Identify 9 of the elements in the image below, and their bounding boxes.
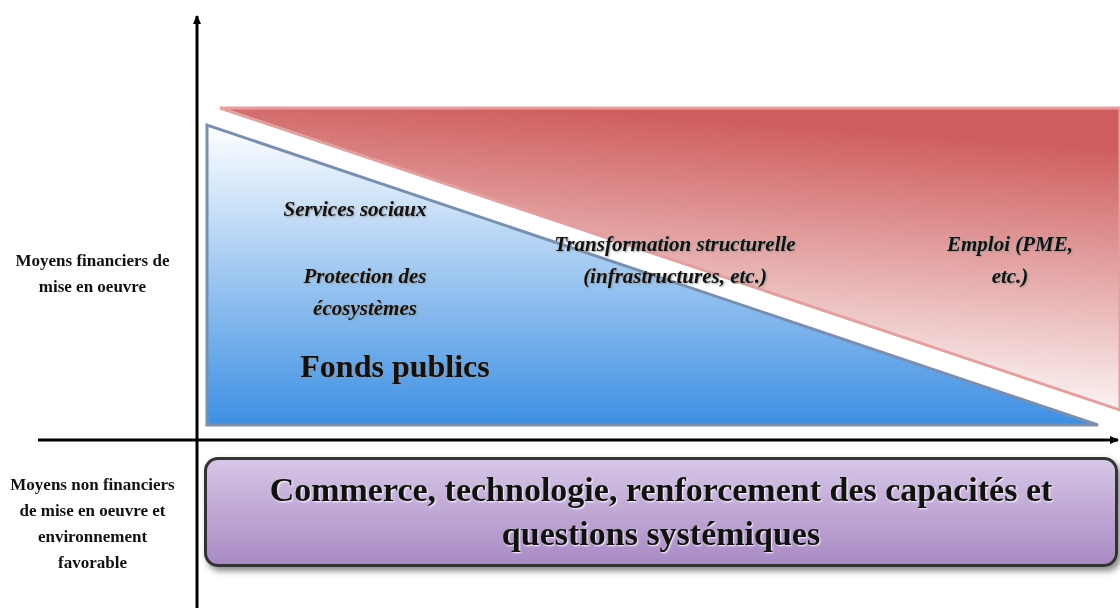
area-label: Protection des écosystèmes <box>302 263 428 322</box>
heading-label: Fonds publics <box>299 350 491 382</box>
panel-text: Commerce, technologie, renforcement des capacités et questions systémiques <box>268 470 1054 554</box>
axis-label: Moyens financiers de mise en oeuvre <box>14 250 171 298</box>
area-label: Transformation structurelle (infrastructures, etc.) <box>553 231 797 290</box>
area-label: Services sociaux <box>282 196 428 223</box>
axis-label: Moyens non financiers de mise en oeuvre et environnement favorable <box>9 474 176 574</box>
rounded-panel <box>204 457 1118 567</box>
area-label: Emploi (PME, etc.) <box>946 231 1074 290</box>
